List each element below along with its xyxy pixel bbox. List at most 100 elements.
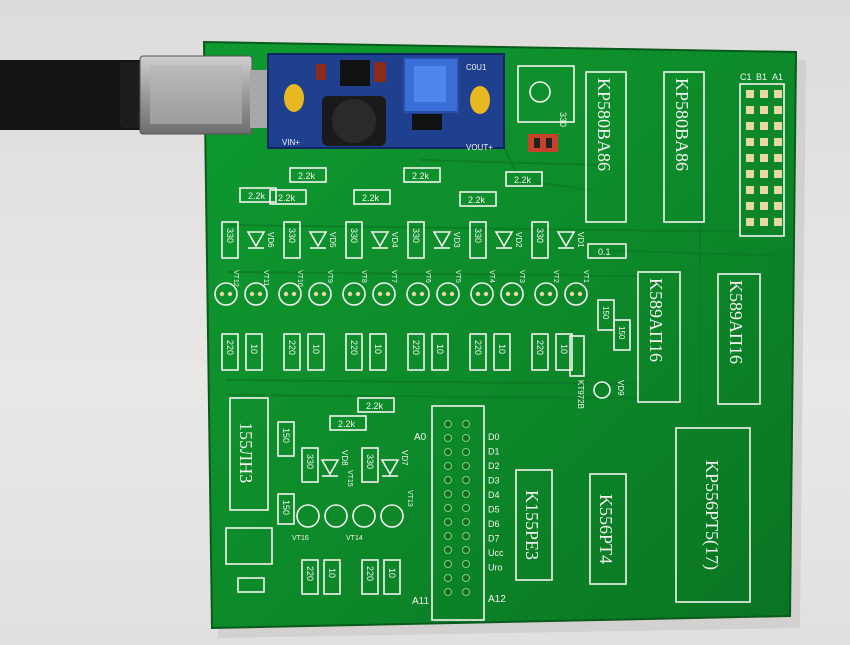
pot-label: 330 — [558, 112, 568, 127]
r220-row — [283, 333, 301, 371]
r22k-top-label: 2.2k — [412, 171, 430, 181]
hdr-pad — [444, 588, 452, 596]
hdr-pad — [462, 490, 470, 498]
hdr-pad — [444, 574, 452, 582]
r22k-top — [353, 189, 391, 205]
hdr-pad — [444, 420, 452, 428]
hdr-pad — [444, 532, 452, 540]
hdr-pad — [444, 490, 452, 498]
hdr-pad — [444, 518, 452, 526]
jumper — [528, 134, 558, 152]
pcb-board — [202, 40, 798, 630]
hdr-pad — [462, 574, 470, 582]
data-line-label: D3 — [488, 476, 500, 486]
vd8-label: VD8 — [340, 450, 349, 466]
r330-top — [345, 221, 363, 259]
r220-low-b: 220 — [361, 559, 379, 595]
ic-u8-label: KP556PT5(17) — [701, 460, 722, 570]
hdr-pad — [444, 504, 452, 512]
r22k-top — [505, 171, 543, 187]
conn-pad — [774, 90, 782, 98]
transistor-footprint — [342, 282, 366, 306]
ic-u2-label: KP580BA86 — [672, 78, 692, 171]
vt16-label: VT16 — [292, 535, 309, 542]
r10-row — [431, 333, 449, 371]
transistor-footprint — [244, 282, 268, 306]
conn-pad — [746, 154, 754, 162]
diode-label: VD3 — [452, 232, 461, 248]
r22k-top-label: 2.2k — [298, 171, 316, 181]
data-line-label: D0 — [488, 432, 500, 442]
r150-low-a-label: 150 — [281, 428, 291, 443]
transistor-label: VT11 — [262, 270, 269, 286]
hdr-pad — [462, 476, 470, 484]
transistor-label: VT5 — [454, 270, 461, 283]
transistor-label: VT9 — [326, 270, 333, 283]
conn-pad — [746, 138, 754, 146]
r330-top-label: 330 — [287, 228, 297, 243]
r330-top — [469, 221, 487, 259]
diode-label: VD5 — [328, 232, 337, 248]
hdr-a0: A0 — [414, 432, 427, 443]
transistor-label: VT4 — [488, 270, 495, 283]
r10-row-label: 10 — [373, 344, 383, 354]
vout-label: VOUT+ — [466, 143, 493, 152]
transistor-footprint — [406, 282, 430, 306]
r22k-top — [403, 167, 441, 183]
r150-b: 150 — [613, 319, 631, 351]
conn-pad — [760, 138, 768, 146]
transistor-footprint — [564, 282, 588, 306]
diode-symbol — [556, 231, 576, 248]
transistor-label: VT12 — [232, 270, 239, 287]
r22k-top — [239, 187, 277, 203]
hdr-a11: A11 — [412, 596, 429, 607]
ic-u4: K589AП16 — [717, 273, 761, 405]
r22k-mid-b-label: 2.2k — [338, 419, 356, 429]
ic-u3-label: K589AП16 — [646, 278, 666, 362]
vin-label: VIN+ — [282, 138, 300, 147]
data-line-label: D5 — [488, 505, 500, 515]
ic-u6: K155PE3 — [515, 469, 553, 581]
vd7-label: VD7 — [400, 450, 409, 466]
conn-b1: B1 — [756, 72, 767, 82]
diode-symbol — [370, 231, 390, 248]
vt-low: VT16 VT14 VT15 VT13 — [292, 470, 413, 542]
led-footprint — [237, 577, 265, 593]
r330-low-b-label: 330 — [365, 454, 375, 469]
r330-low-a: 330 — [301, 447, 319, 483]
hdr-pad — [462, 462, 470, 470]
conn-pad — [760, 90, 768, 98]
diode-label: VD2 — [514, 232, 523, 248]
data-line-label: D7 — [488, 534, 500, 544]
r150-low-b-label: 150 — [281, 500, 291, 515]
vt15-label: VT15 — [346, 470, 353, 487]
hdr-pad — [462, 448, 470, 456]
hdr-pad — [462, 532, 470, 540]
r220-row — [221, 333, 239, 371]
data-line-label: D6 — [488, 519, 500, 529]
r10-row-label: 10 — [311, 344, 321, 354]
r220-row-label: 220 — [349, 340, 359, 355]
hdr-pad — [462, 518, 470, 526]
hdr-pad — [462, 504, 470, 512]
r220-row — [531, 333, 549, 371]
kt972b-label: KT972B — [576, 380, 585, 409]
conn-pad — [746, 90, 754, 98]
r330-low-b: 330 — [361, 447, 379, 483]
r220-low-b-label: 220 — [365, 566, 375, 581]
vt13-label: VT13 — [406, 490, 413, 507]
r22k-top-label: 2.2k — [362, 193, 380, 203]
data-line-label: D2 — [488, 461, 500, 471]
r01-label: 0.1 — [598, 247, 611, 257]
conn-pad — [746, 186, 754, 194]
ic-u1: KP580BA86 — [585, 71, 627, 223]
r10-row — [369, 333, 387, 371]
hdr-pad — [462, 588, 470, 596]
conn-pad — [774, 218, 782, 226]
r150-b-label: 150 — [617, 326, 626, 340]
r330-low-a-label: 330 — [305, 454, 315, 469]
diode-symbol — [494, 231, 514, 248]
r150-low-a: 150 — [277, 421, 295, 457]
ic-u6-label: K155PE3 — [522, 490, 542, 560]
hdr-pad — [462, 546, 470, 554]
